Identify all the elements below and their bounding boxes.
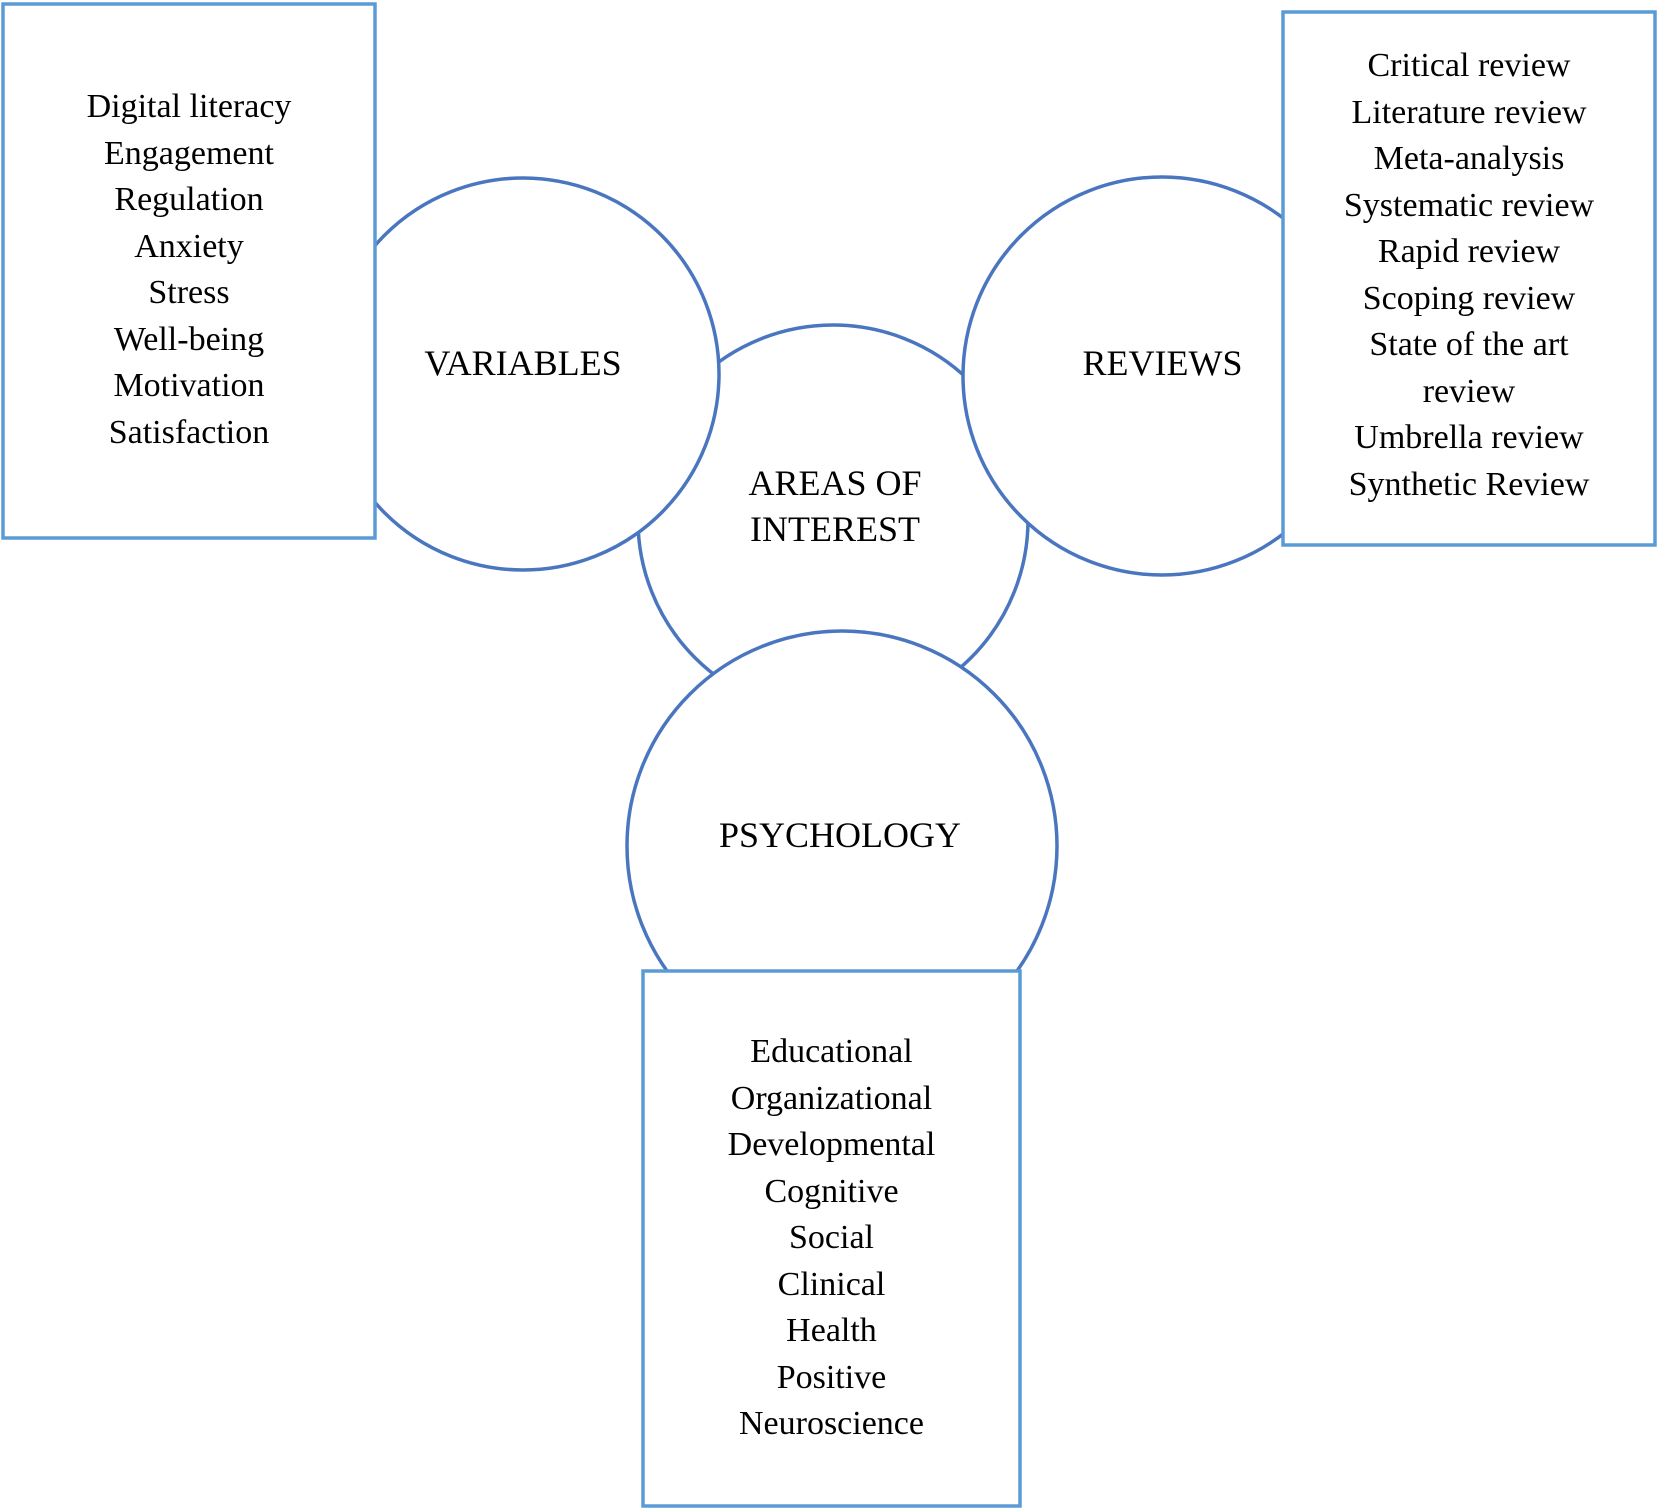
list-item: State of the art review bbox=[1369, 326, 1569, 410]
variables-box bbox=[1, 2, 377, 540]
list-item: Health bbox=[786, 1312, 877, 1349]
list-item: Cognitive bbox=[764, 1172, 899, 1210]
center-label-line: INTEREST bbox=[750, 509, 920, 549]
variables-list: Digital literacy Engagement Regulation A… bbox=[3, 84, 375, 456]
list-item: Systematic review bbox=[1343, 186, 1595, 224]
center-label: AREAS OF INTEREST bbox=[700, 460, 970, 552]
list-item: Stress bbox=[148, 274, 230, 311]
list-item: Satisfaction bbox=[108, 413, 270, 451]
list-item: Educational bbox=[750, 1033, 913, 1070]
list-item: Umbrella review bbox=[1354, 419, 1584, 456]
list-item: Social bbox=[789, 1219, 874, 1256]
list-item: Synthetic Review bbox=[1348, 465, 1590, 503]
psychology-box bbox=[641, 969, 1022, 1508]
list-item: Literature review bbox=[1351, 93, 1587, 131]
list-item: Rapid review bbox=[1377, 233, 1561, 270]
list-item: Critical review bbox=[1367, 47, 1571, 84]
list-item: Positive bbox=[776, 1358, 887, 1396]
psychology-label: PSYCHOLOGY bbox=[718, 815, 962, 855]
reviews-box bbox=[1281, 10, 1657, 547]
list-item: Developmental bbox=[727, 1126, 936, 1163]
list-item: Anxiety bbox=[134, 227, 244, 265]
list-item: Meta-analysis bbox=[1373, 140, 1565, 177]
list-item: Engagement bbox=[104, 134, 274, 172]
list-item: Scoping review bbox=[1362, 279, 1576, 317]
psychology-list: Educational Organizational Developmental… bbox=[643, 1029, 1020, 1448]
list-item: Digital literacy bbox=[86, 88, 292, 125]
variables-label: VARIABLES bbox=[424, 343, 622, 383]
reviews-list: Critical review Literature review Meta-a… bbox=[1330, 43, 1608, 508]
list-item: Organizational bbox=[730, 1079, 933, 1117]
reviews-label: REVIEWS bbox=[1082, 343, 1243, 383]
list-item: Neuroscience bbox=[738, 1405, 924, 1442]
list-item: Clinical bbox=[777, 1265, 886, 1303]
list-item: Regulation bbox=[114, 181, 264, 218]
list-item: Motivation bbox=[113, 367, 265, 404]
list-item: Well-being bbox=[113, 320, 265, 358]
center-label-line: AREAS OF bbox=[748, 463, 922, 503]
